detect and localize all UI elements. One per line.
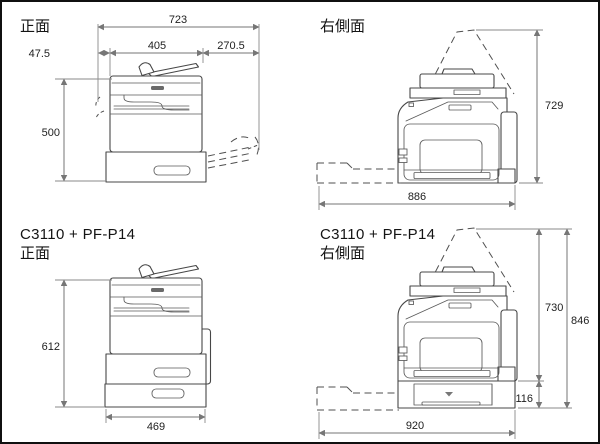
dim-total-height-label: 846 [571, 315, 589, 327]
dim-body-width-label: 405 [148, 40, 166, 52]
panel-front-pf-model: C3110 + PF-P14 [20, 226, 135, 243]
dim-pf-depth-label: 920 [406, 420, 424, 432]
front-pf-dimensions: 612 469 [42, 279, 206, 433]
printer-front-drawing [105, 62, 207, 183]
panel-front-pf-title: 正面 [20, 245, 50, 262]
dim-base-width-label: 469 [147, 421, 165, 433]
panel-front-pf: C3110 + PF-P14 正面 612 469 [20, 226, 212, 433]
dim-total-width-label: 723 [169, 14, 187, 26]
pf-p14-feeder-side [397, 380, 516, 409]
dim-depth-label: 886 [408, 191, 426, 203]
panel-side-pf-title: 右側面 [320, 245, 365, 262]
panel-side-pf-model: C3110 + PF-P14 [320, 226, 435, 243]
side-dimensions: 729 886 [318, 29, 563, 210]
printer-front-pf-drawing [105, 264, 207, 385]
dim-feeder-height-label: 116 [515, 393, 533, 405]
panel-front: 正面 723 405 270.5 [20, 14, 260, 183]
panel-front-title: 正面 [20, 18, 50, 35]
front-dimensions: 723 405 270.5 47.5 500 [29, 14, 260, 182]
side-pf-dimensions: 730 846 116 920 [318, 228, 589, 439]
panel-side-pf: C3110 + PF-P14 右側面 730 [316, 226, 589, 439]
printer-side-pf-drawing [397, 227, 518, 382]
side-open-tray-dashed [316, 162, 401, 184]
front-open-parts-dashed [95, 96, 259, 169]
side-pf-open-tray-dashed [316, 386, 399, 411]
panel-side-title: 右側面 [320, 18, 365, 35]
panel-side: 右側面 729 886 [316, 18, 563, 210]
dim-pf-open-height-label: 730 [545, 302, 563, 314]
pf-p14-feeder-front [104, 383, 207, 408]
dim-height-label: 500 [42, 127, 60, 139]
dim-left-offset-label: 47.5 [29, 48, 50, 60]
dim-open-height-label: 729 [545, 100, 563, 112]
dim-pf-height-label: 612 [42, 341, 60, 353]
dim-right-offset-label: 270.5 [217, 40, 245, 52]
printer-side-drawing [397, 29, 518, 184]
